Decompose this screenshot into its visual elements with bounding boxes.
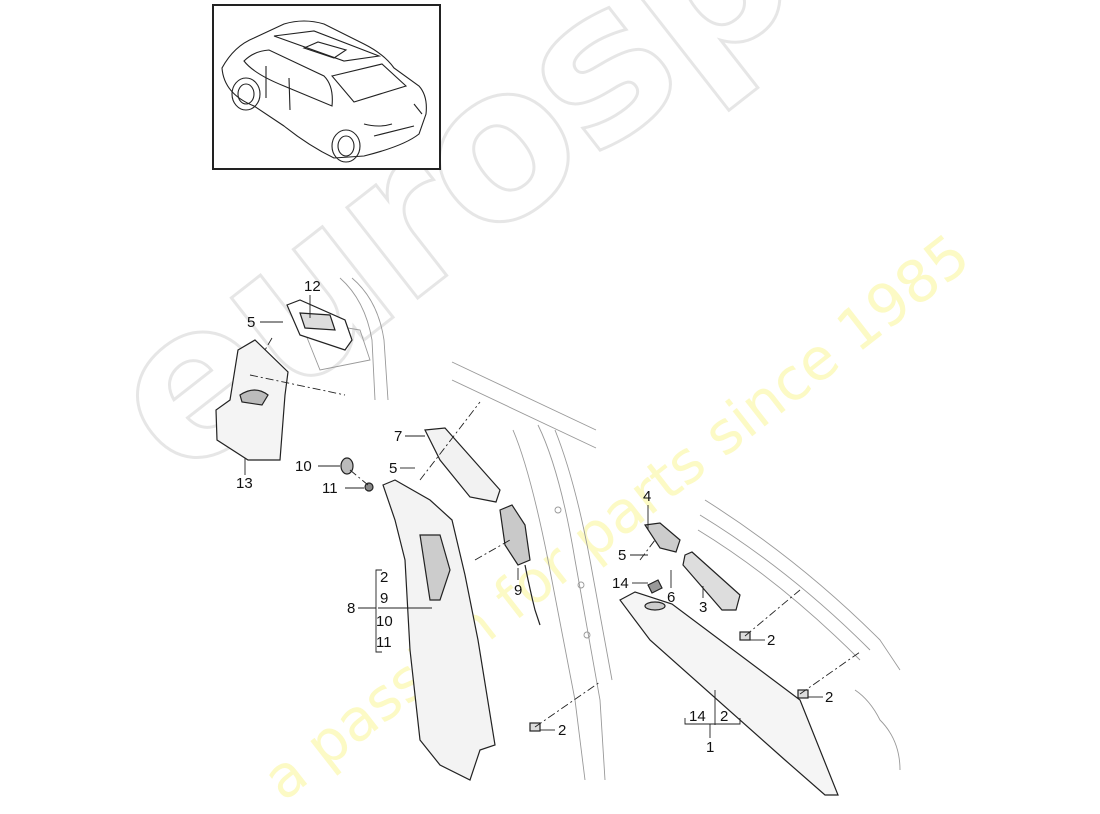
callout-2: 2 — [558, 722, 567, 739]
callout-13: 13 — [236, 475, 253, 492]
callout-7: 7 — [394, 428, 403, 445]
assembly-1-item: 2 — [720, 708, 729, 725]
part-1 — [619, 591, 839, 796]
part-9 — [499, 504, 531, 566]
part-4 — [643, 522, 681, 553]
assembly-1-item: 14 — [689, 708, 706, 725]
assembly-8-item: 2 — [380, 569, 389, 586]
callout-11: 11 — [322, 480, 338, 497]
assembly-8-item: 11 — [376, 634, 392, 651]
assembly-8-item: 9 — [380, 590, 389, 607]
part-7 — [424, 427, 501, 503]
assembly-8-item: 10 — [376, 613, 393, 630]
callout-9: 9 — [514, 582, 523, 599]
callout-5: 5 — [618, 547, 627, 564]
callout-14: 14 — [612, 575, 629, 592]
part-14 — [647, 579, 663, 594]
vehicle-thumbnail — [212, 4, 441, 170]
callout-5: 5 — [247, 314, 256, 331]
car-icon — [221, 20, 427, 163]
part-10 — [340, 457, 354, 475]
callout-4: 4 — [643, 488, 652, 505]
callout-6: 6 — [667, 589, 676, 606]
callout-1: 1 — [706, 739, 715, 756]
callout-2: 2 — [825, 689, 834, 706]
part-11 — [364, 482, 374, 492]
part-8 — [382, 479, 496, 781]
callout-10: 10 — [295, 458, 312, 475]
callout-2: 2 — [767, 632, 776, 649]
part-2-clip — [797, 689, 809, 699]
callout-3: 3 — [699, 599, 708, 616]
callout-8: 8 — [347, 600, 356, 617]
callout-5: 5 — [389, 460, 398, 477]
part-3 — [682, 551, 741, 611]
callout-12: 12 — [304, 278, 321, 295]
